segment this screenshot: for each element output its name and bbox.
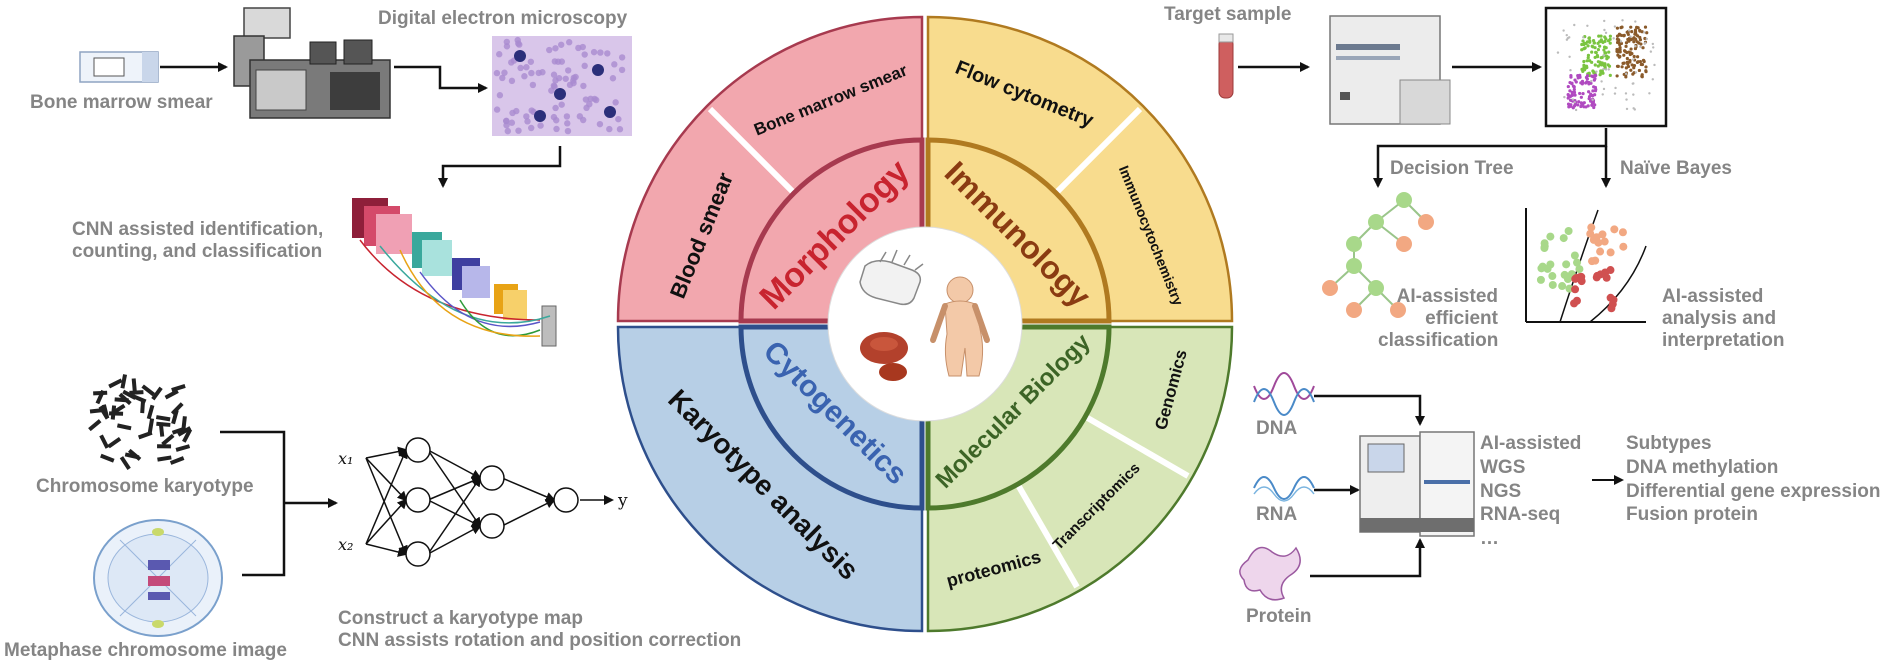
label-outputs: Subtypes DNA methylation Differential ge… [1626,432,1880,527]
naive-bayes-plot-icon [1525,208,1647,323]
nn-output-label: y [617,491,628,511]
dt-caption-line-2: efficient [1425,307,1498,329]
label-nb-caption: AI-assisted analysis and interpretation [1662,286,1784,352]
label-digital-microscopy: Digital electron microscopy [378,8,628,29]
nb-caption-line-1: AI-assisted [1662,286,1764,307]
label-dt-caption: AI-assisted efficient classification [1378,286,1498,352]
arrow-protein-to-sequencer [1310,538,1425,578]
dt-caption-line-1: AI-assisted [1396,286,1498,307]
slide-icon [79,51,159,83]
label-protein: Protein [1246,606,1312,627]
output-1: Subtypes [1626,433,1712,454]
label-naive-bayes: Naïve Bayes [1620,158,1732,179]
flow-cytometer-icon [1329,15,1451,125]
dna-helix-icon [1253,372,1315,416]
flow-scatter-dots [1556,19,1656,112]
morphology-panel [79,7,632,347]
protein-icon [1239,546,1301,601]
label-dna: DNA [1256,418,1298,439]
chromosome-spread-icon [88,374,193,470]
method-2: WGS [1480,456,1526,478]
label-methods: AI-assisted WGS NGS RNA-seq … [1480,432,1581,551]
nn-input-label: x₂ [338,535,353,554]
nb-caption-line-3: interpretation [1662,329,1785,351]
cnn-caption-line-1: CNN assisted identification, [72,219,324,240]
label-target-sample: Target sample [1164,4,1292,25]
test-tube-icon [1218,33,1234,99]
arrow-microscope-to-image [394,65,488,93]
label-decision-tree: Decision Tree [1390,158,1514,179]
label-construct-caption: Construct a karyotype map CNN assists ro… [338,608,741,652]
microscope-icon [233,7,391,119]
method-1: AI-assisted [1480,433,1582,454]
method-4: RNA-seq [1480,504,1561,526]
arrow-dna-to-sequencer [1314,394,1425,426]
cytogenetics-panel: x₁ x₂ y [88,374,628,637]
sequencer-icon [1359,431,1475,537]
nb-caption-line-2: analysis and [1662,307,1777,329]
hand-icon [859,249,924,306]
construct-caption-line-2: CNN assists rotation and position correc… [338,629,742,651]
red-blood-cell-icon [860,332,908,381]
output-4: Fusion protein [1626,504,1758,526]
output-2: DNA methylation [1626,456,1779,478]
nn-input-label: x₁ [338,449,353,468]
neural-network-diagram: x₁ x₂ y [338,437,628,567]
arrow-image-to-cnn [438,146,562,188]
central-wheel: Morphology Immunology Cytogenetics Molec… [616,15,1234,633]
dt-caption-line-3: classification [1378,329,1499,351]
label-chromosome-karyotype: Chromosome karyotype [36,476,254,497]
human-body-icon [930,276,990,377]
cnn-diagram-icon [352,198,557,347]
center-disc [827,226,1023,422]
label-rna: RNA [1256,504,1298,525]
bracket-karyotype [220,430,286,577]
method-5: … [1480,528,1499,549]
molecular-panel [1239,372,1624,601]
metaphase-cell-icon [93,519,223,637]
construct-caption-line-1: Construct a karyotype map [338,608,583,629]
output-3: Differential gene expression [1626,480,1881,502]
method-3: NGS [1480,480,1522,502]
immunology-panel [1218,6,1668,323]
label-bone-marrow-smear-panel: Bone marrow smear [30,92,213,113]
label-metaphase-image: Metaphase chromosome image [4,640,287,661]
branch-lines [1373,128,1608,188]
decision-tree-icon [1322,192,1434,318]
label-cnn-caption: CNN assisted identification, counting, a… [72,219,323,263]
cnn-caption-line-2: counting, and classification [72,240,323,262]
rna-helix-icon [1253,476,1315,502]
